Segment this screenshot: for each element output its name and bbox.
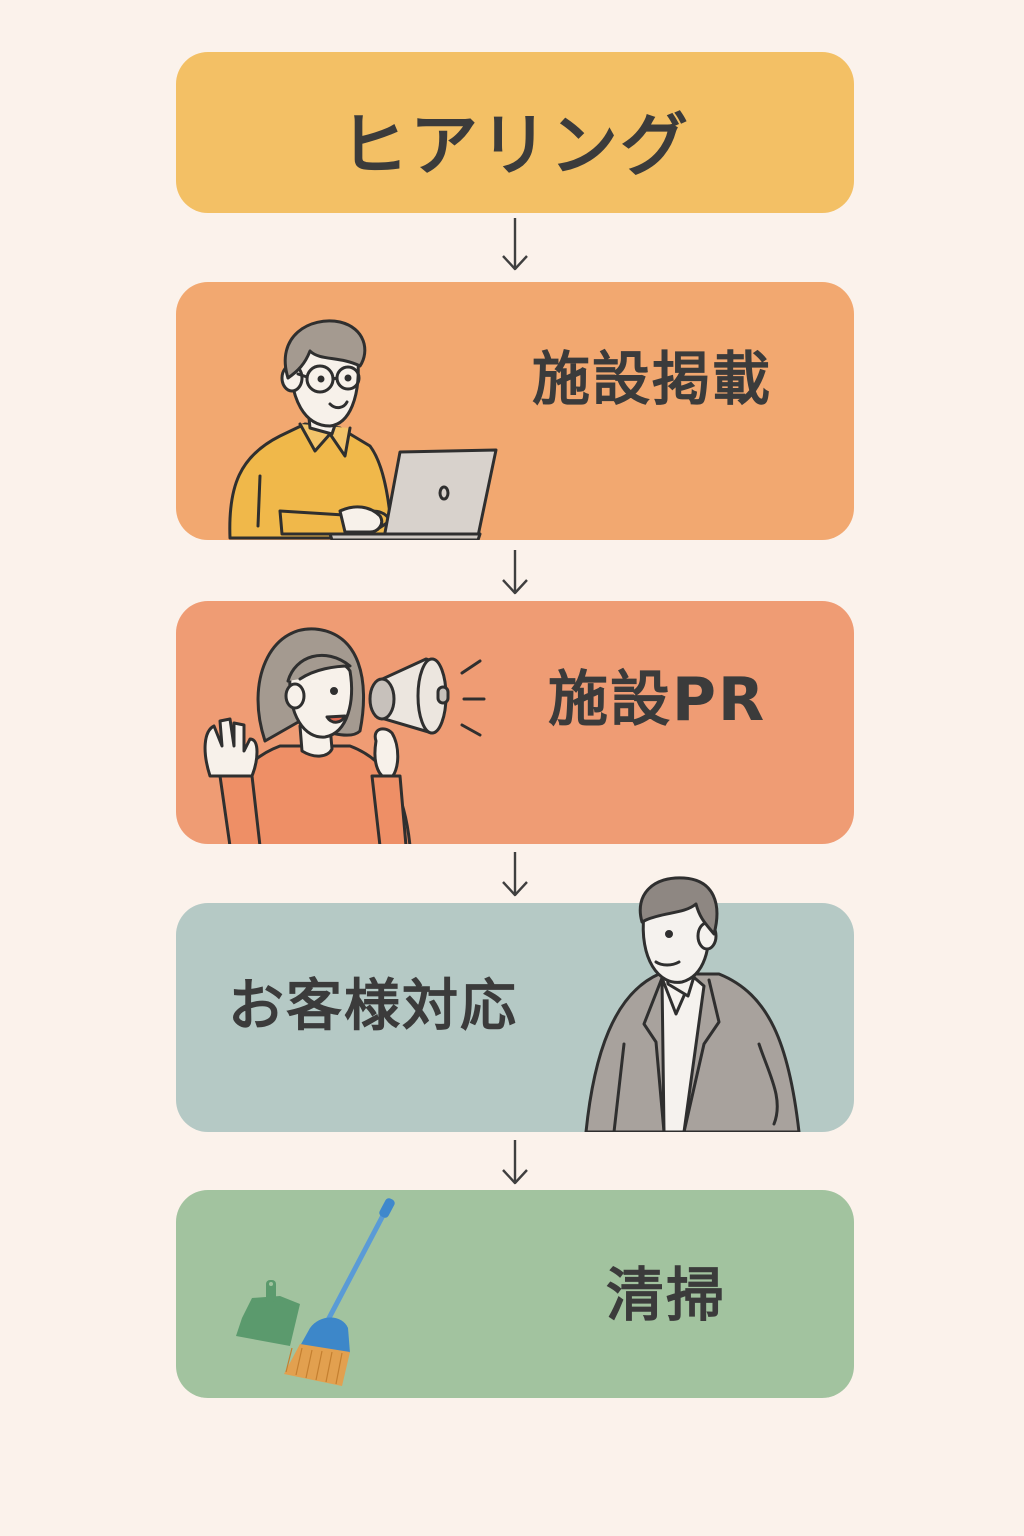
step-label: お客様対応 bbox=[228, 974, 518, 1039]
man-with-laptop-icon bbox=[228, 319, 498, 540]
man-in-suit-icon bbox=[584, 876, 801, 1132]
broom-and-dustpan-icon bbox=[236, 1198, 395, 1386]
step-label: ヒアリング bbox=[339, 107, 690, 186]
down-arrow-icon bbox=[502, 852, 528, 897]
step-label: 施設PR bbox=[548, 665, 767, 735]
down-arrow-icon bbox=[502, 550, 528, 595]
step-hearing: ヒアリング bbox=[176, 52, 854, 213]
step-label: 清掃 bbox=[606, 1261, 727, 1329]
step-label: 施設掲載 bbox=[532, 345, 773, 413]
step-facility-listing: 施設掲載 bbox=[176, 282, 854, 540]
down-arrow-icon bbox=[502, 1140, 528, 1185]
step-cleaning: 清掃 bbox=[176, 1190, 854, 1398]
step-facility-pr: 施設PR bbox=[176, 601, 854, 844]
down-arrow-icon bbox=[502, 218, 528, 271]
woman-with-megaphone-icon bbox=[203, 627, 486, 844]
